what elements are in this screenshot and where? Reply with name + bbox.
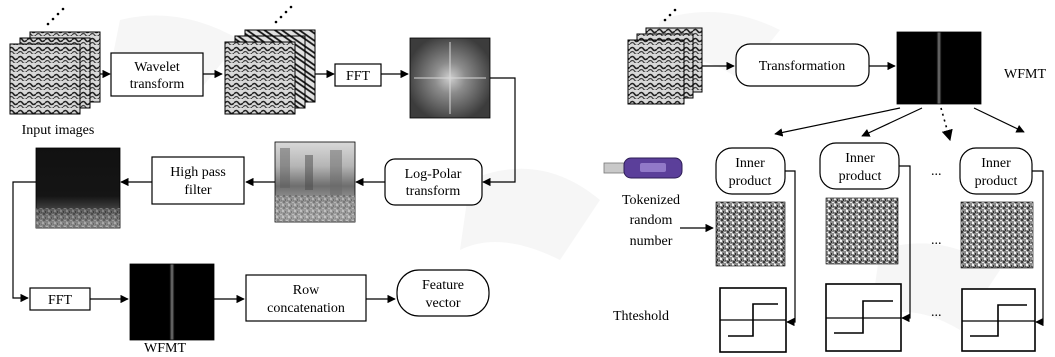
random-matrix-image-1	[715, 201, 786, 267]
transformation-label: Transformation	[759, 59, 846, 74]
inner-2-label-1: Inner	[845, 151, 875, 166]
threshold-box-2	[825, 283, 902, 352]
arrow-highpass-to-fft	[12, 181, 36, 303]
row-label-1: Row	[293, 283, 320, 298]
token-label-3: number	[630, 234, 673, 249]
feature-label-1: Feature	[422, 278, 464, 293]
wavelet-transform-box: Wavelet transform	[110, 52, 204, 97]
wavelet-image-stack	[224, 5, 316, 115]
inner-1-label-1: Inner	[735, 156, 765, 171]
ellipsis-inner: ...	[931, 164, 942, 179]
arrow-spectrum-to-logpolar	[482, 77, 516, 187]
inner-2-label-2: product	[839, 169, 882, 184]
usb-token-icon	[603, 157, 683, 179]
inner-product-box-1: Inner product	[715, 147, 786, 195]
left-pipeline: Input images Wavelet transform FFT	[9, 5, 516, 356]
fft-bottom-label: FFT	[48, 293, 73, 308]
logpolar-label-1: Log-Polar	[405, 167, 462, 182]
inner-1-label-2: product	[729, 174, 772, 189]
highpass-label-2: filter	[184, 183, 212, 198]
arrow-inner2-to-threshold	[899, 165, 911, 323]
right-input-stack	[627, 8, 703, 105]
wfmt-label-left: WFMT	[144, 341, 186, 356]
high-pass-filter-box: High pass filter	[151, 156, 245, 205]
ellipsis-threshold: ...	[931, 305, 942, 320]
inner-product-box-2: Inner product	[819, 142, 900, 190]
transformation-box: Transformation	[735, 43, 870, 87]
logpolar-label-2: transform	[406, 184, 461, 199]
random-matrix-image-2	[825, 197, 899, 265]
threshold-label: Thteshold	[613, 309, 669, 324]
arrow-branch-n	[973, 107, 1025, 133]
arrow-innern-to-threshold	[1032, 170, 1044, 327]
fft-top-box: FFT	[334, 63, 382, 87]
threshold-box-n	[961, 288, 1036, 352]
inner-n-label-1: Inner	[981, 156, 1011, 171]
fft-spectrum-image	[409, 37, 491, 119]
inner-product-box-n: Inner product	[959, 147, 1033, 195]
high-pass-image	[35, 147, 121, 229]
random-matrix-image-n	[960, 201, 1034, 269]
wfmt-label-right: WFMT	[1004, 67, 1046, 82]
arrow-branch-dotted	[940, 107, 953, 142]
wfmt-image-left	[129, 263, 215, 341]
token-label-1: Tokenized	[622, 193, 680, 208]
log-polar-image	[274, 141, 356, 223]
wavelet-label-1: Wavelet	[134, 60, 180, 75]
tokenized-random-number-label: Tokenized random number	[622, 193, 680, 249]
log-polar-box: Log-Polar transform	[384, 158, 483, 206]
arrow-branch-1	[774, 107, 901, 137]
fft-top-label: FFT	[346, 69, 371, 84]
fft-bottom-box: FFT	[29, 287, 91, 311]
highpass-label-1: High pass	[170, 165, 226, 180]
wavelet-label-2: transform	[130, 77, 185, 92]
right-pipeline: Transformation WFMT Tokenized random num…	[603, 8, 1046, 353]
input-images-label: Input images	[22, 123, 95, 138]
arrow-inner1-to-threshold	[785, 170, 796, 327]
threshold-box-1	[719, 287, 787, 353]
feature-label-2: vector	[426, 296, 461, 311]
input-image-stack	[9, 7, 101, 115]
wfmt-image-right	[896, 31, 982, 105]
token-label-2: random	[630, 213, 673, 228]
feature-vector-box: Feature vector	[396, 269, 490, 317]
row-label-2: concatenation	[267, 301, 345, 316]
inner-n-label-2: product	[975, 174, 1018, 189]
row-concatenation-box: Row concatenation	[245, 274, 367, 322]
arrow-branch-2	[861, 107, 923, 137]
ellipsis-noise: ...	[931, 233, 942, 248]
